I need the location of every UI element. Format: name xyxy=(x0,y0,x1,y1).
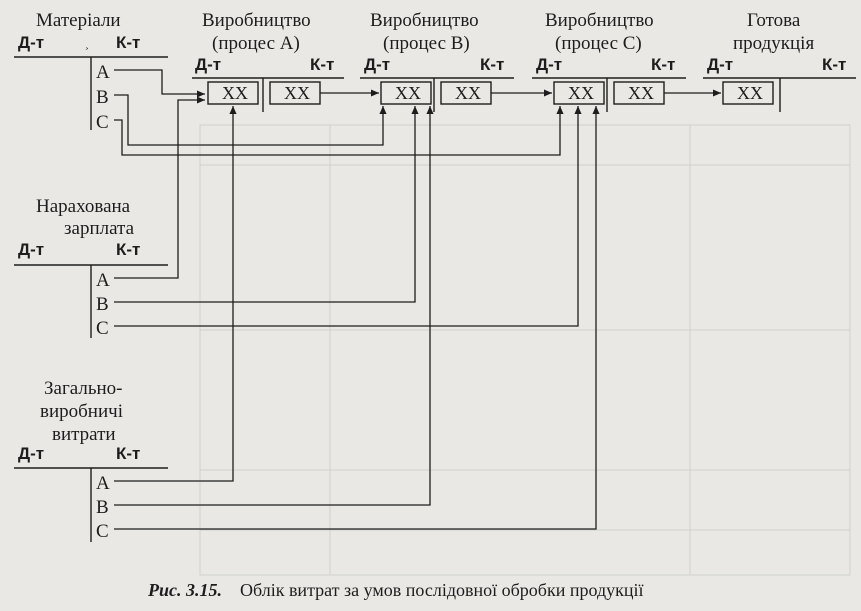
materials-debit: Д-т xyxy=(18,33,44,52)
overhead-debit: Д-т xyxy=(18,444,44,463)
prod-b-label-line2: (процес В) xyxy=(383,33,470,54)
overhead-label-line3: витрати xyxy=(52,424,116,445)
prod-c-debit-cell xyxy=(553,81,605,105)
prod-a-debit-cell xyxy=(207,81,259,105)
prod-a-debit-xx: XX xyxy=(222,83,248,103)
salary-entry-b: B xyxy=(96,294,109,315)
prod-a-credit: К-т xyxy=(310,55,334,74)
prod-b-debit-cell xyxy=(380,81,432,105)
salary-credit: К-т xyxy=(116,240,140,259)
finished-debit-xx: XX xyxy=(737,83,763,103)
salary-label-line1: Нарахована xyxy=(36,196,131,217)
finished-debit-cell xyxy=(722,81,774,105)
materials-credit: К-т xyxy=(116,33,140,52)
prod-a-t-account: Д-т К-т XX XX xyxy=(192,55,344,112)
salary-entry-a: A xyxy=(96,270,110,291)
flow-overhead-b xyxy=(114,106,434,506)
prod-c-debit: Д-т xyxy=(536,55,562,74)
salary-t-account: Д-т К-т A B C xyxy=(14,240,168,339)
finished-label-line2: продукція xyxy=(733,33,814,54)
salary-entry-c: C xyxy=(96,318,109,339)
caption-text: Облік витрат за умов послідовної обробки… xyxy=(240,580,644,600)
flow-overhead-a xyxy=(114,106,237,482)
overhead-label-line1: Загально- xyxy=(44,378,123,399)
finished-goods-t-account: Д-т К-т XX xyxy=(703,55,856,112)
prod-c-credit: К-т xyxy=(651,55,675,74)
flow-connectors xyxy=(114,69,721,530)
materials-entry-c: C xyxy=(96,112,109,133)
ink-mark: ¸ xyxy=(85,38,89,50)
salary-label-line2: зарплата xyxy=(64,218,135,239)
salary-debit: Д-т xyxy=(18,240,44,259)
finished-credit: К-т xyxy=(822,55,846,74)
flow-overhead-c xyxy=(114,106,600,530)
finished-debit: Д-т xyxy=(707,55,733,74)
flow-materials-a xyxy=(114,69,205,98)
prod-c-debit-xx: XX xyxy=(568,83,594,103)
prod-c-credit-xx: XX xyxy=(628,83,654,103)
prod-b-label-line1: Виробництво xyxy=(370,10,479,31)
prod-a-label-line2: (процес А) xyxy=(212,33,300,54)
overhead-t-account: Д-т К-т A B C xyxy=(14,444,168,542)
flow-salary-b xyxy=(114,106,419,303)
prod-b-debit: Д-т xyxy=(364,55,390,74)
overhead-credit: К-т xyxy=(116,444,140,463)
overhead-label-line2: виробничі xyxy=(40,401,123,422)
prod-c-label-line1: Виробництво xyxy=(545,10,654,31)
materials-t-account: Д-т К-т A B C xyxy=(14,33,168,133)
overhead-entry-c: C xyxy=(96,521,109,542)
finished-label-line1: Готова xyxy=(747,10,801,31)
prod-b-credit: К-т xyxy=(480,55,504,74)
materials-entry-b: B xyxy=(96,87,109,108)
materials-label: Матеріали xyxy=(36,10,121,31)
overhead-entry-a: A xyxy=(96,473,110,494)
flow-salary-a xyxy=(114,96,205,279)
prod-a-credit-xx: XX xyxy=(284,83,310,103)
prod-a-label-line1: Виробництво xyxy=(202,10,311,31)
flow-materials-c xyxy=(114,106,564,156)
flow-materials-b xyxy=(114,94,387,146)
prod-b-credit-xx: XX xyxy=(455,83,481,103)
prod-c-t-account: Д-т К-т XX XX xyxy=(532,55,686,112)
bleed-through-background xyxy=(199,124,851,576)
prod-b-t-account: Д-т К-т XX XX xyxy=(360,55,514,112)
prod-b-debit-xx: XX xyxy=(395,83,421,103)
flow-salary-c xyxy=(114,106,582,327)
prod-c-label-line2: (процес С) xyxy=(555,33,642,54)
prod-a-debit: Д-т xyxy=(195,55,221,74)
overhead-entry-b: B xyxy=(96,497,109,518)
figure-caption: Рис. 3.15. Облік витрат за умов послідов… xyxy=(147,580,644,600)
caption-fig-label: Рис. 3.15. xyxy=(147,580,222,600)
materials-entry-a: A xyxy=(96,62,110,83)
